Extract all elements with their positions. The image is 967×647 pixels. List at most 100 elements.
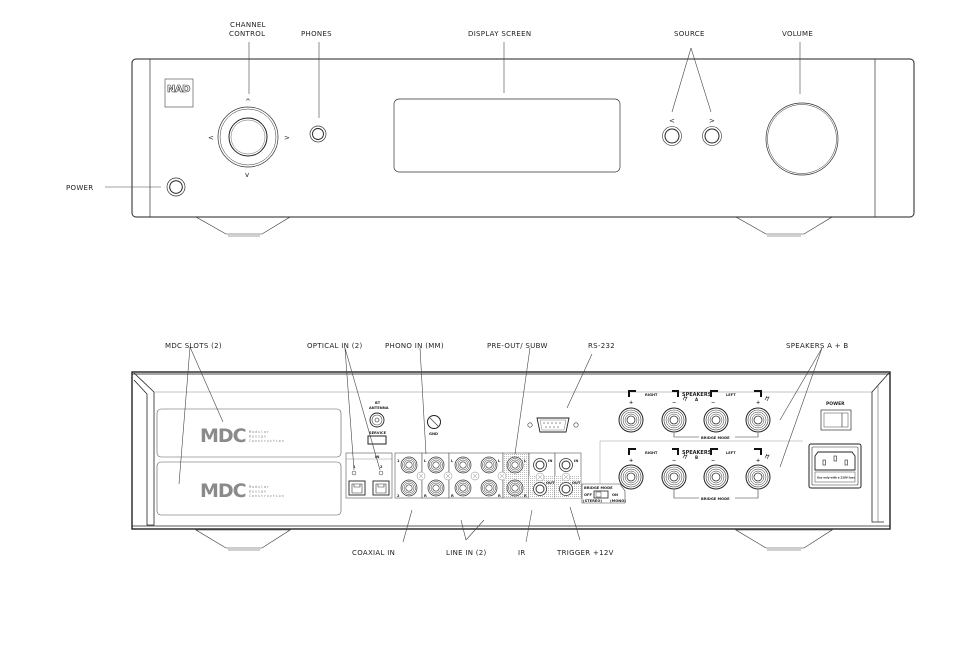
optical-in-label: IN	[375, 455, 379, 459]
trigger-in-jack[interactable]	[559, 458, 573, 472]
line-in-1-r[interactable]	[454, 479, 472, 497]
switch-stereo-label: (STEREO)	[583, 499, 602, 503]
speaker-b-left-plus[interactable]	[745, 464, 771, 490]
phono-in-r[interactable]	[427, 479, 445, 497]
preout-leader	[514, 347, 531, 455]
source-prev-glyph: <	[669, 117, 675, 125]
phones-jack[interactable]	[309, 125, 327, 143]
mdc-logo: MDC	[200, 480, 246, 502]
speaker-a-right-plus[interactable]	[618, 407, 644, 433]
trigger-leader	[569, 506, 581, 541]
bt-antenna-label-1: BT	[375, 401, 381, 405]
mdc-text-line1: Modular	[249, 430, 270, 434]
speakers-a-title: SPEAKERS	[682, 392, 712, 398]
front-panel: NAD ^ v < >	[66, 21, 915, 237]
mdc-slot-1[interactable]: MDC Modular Design Construction	[156, 408, 342, 458]
line-in-2-l[interactable]	[480, 456, 498, 474]
optical-1-label: 1	[353, 465, 356, 469]
rear-foot-right	[734, 529, 834, 551]
label-line-in: LINE IN (2)	[446, 549, 487, 557]
front-foot-right	[734, 216, 834, 237]
minus-sign: −	[711, 400, 715, 406]
speaker-b-right-plus[interactable]	[618, 464, 644, 490]
iec-power-inlet[interactable]: Use only with a 230V fuse	[808, 443, 862, 489]
service-usb-port[interactable]	[367, 435, 387, 445]
line-in-leader-1	[460, 519, 467, 541]
speakers-a-right-label: RIGHT	[645, 393, 658, 397]
bridge-mode-switch-panel: BRIDGE MODE OFF ON (STEREO) (MONO)	[581, 483, 626, 504]
channel-control[interactable]	[217, 106, 279, 168]
source-prev-button[interactable]	[662, 126, 682, 146]
screw-icon	[535, 472, 545, 482]
lightning-icon	[682, 453, 688, 460]
ir-in-jack[interactable]	[533, 458, 547, 472]
ir-out-jack[interactable]	[533, 482, 547, 496]
mains-fuse-note: Use only with a 230V fuse	[817, 476, 855, 480]
ir-out-label: OUT	[546, 481, 555, 485]
pre-out-l[interactable]	[506, 456, 524, 474]
pre-out-r[interactable]	[506, 479, 524, 497]
label-ir: IR	[518, 549, 526, 557]
preout-l-label: L	[524, 459, 527, 463]
optical-in-1-port[interactable]	[348, 480, 366, 496]
speakers-a: RIGHT LEFT SPEAKERS A + − − + BRIDGE MOD…	[618, 390, 771, 440]
phono-r-label: R	[424, 494, 427, 498]
label-volume: VOLUME	[782, 30, 813, 38]
phono-leader	[419, 347, 427, 455]
label-channel-line2: CONTROL	[229, 30, 265, 38]
mdc-logo: MDC	[200, 425, 246, 447]
coaxial-in-2[interactable]	[400, 479, 418, 497]
optical-2-label: 2	[380, 465, 383, 469]
speaker-a-left-minus[interactable]	[703, 407, 729, 433]
switch-on-label: ON	[612, 493, 618, 497]
mdc-text-line3: Construction	[249, 494, 285, 498]
speakers-a-letter: A	[695, 397, 699, 402]
phono-in-l[interactable]	[427, 456, 445, 474]
optical-block: IN 1 2	[345, 452, 393, 499]
plus-sign: +	[629, 400, 633, 406]
optical-in-2-port[interactable]	[372, 480, 390, 496]
label-channel-line1: CHANNEL	[230, 21, 266, 29]
line1-l-label: L	[451, 459, 454, 463]
display-screen	[393, 98, 621, 173]
gnd-label: GND	[429, 432, 438, 436]
label-rs232: RS-232	[588, 342, 615, 350]
bridge-mode-switch[interactable]	[593, 490, 609, 499]
source-leader-left	[671, 47, 692, 113]
front-power-button[interactable]	[166, 177, 186, 197]
plus-sign: +	[629, 458, 633, 464]
mdc-text-line1: Modular	[249, 485, 270, 489]
mdc-slot-2[interactable]: MDC Modular Design Construction	[156, 461, 342, 516]
screw-icon	[497, 471, 507, 481]
screw-icon	[443, 471, 453, 481]
nad-logo: NAD	[164, 78, 194, 108]
coaxial-in-1[interactable]	[400, 456, 418, 474]
volume-knob[interactable]	[765, 102, 839, 176]
speaker-b-left-minus[interactable]	[703, 464, 729, 490]
line1-r-label: R	[451, 494, 454, 498]
optical-leader-1	[344, 347, 355, 471]
gnd-terminal[interactable]	[427, 415, 441, 429]
trigger-out-jack[interactable]	[559, 482, 573, 496]
source-leader-right	[690, 47, 712, 113]
bt-antenna-connector[interactable]	[369, 412, 385, 428]
minus-sign: −	[672, 458, 676, 464]
speakers-a-left-label: LEFT	[726, 393, 736, 397]
speaker-a-left-plus[interactable]	[745, 407, 771, 433]
speaker-b-right-minus[interactable]	[661, 464, 687, 490]
channel-left-glyph: <	[208, 134, 214, 142]
rs232-port[interactable]	[527, 417, 579, 433]
ir-leader	[525, 509, 533, 543]
preout-r-label: R	[524, 494, 527, 498]
line-in-2-r[interactable]	[480, 479, 498, 497]
nad-logo-text: NAD	[167, 84, 190, 95]
screw-icon	[416, 471, 426, 481]
rear-power-switch[interactable]	[820, 409, 852, 431]
speaker-a-right-minus[interactable]	[661, 407, 687, 433]
speakers-b-title: SPEAKERS	[682, 450, 712, 456]
mdc-leader-2	[178, 346, 191, 485]
label-mdc-slots: MDC SLOTS (2)	[165, 342, 222, 350]
source-next-button[interactable]	[702, 126, 722, 146]
line-in-1-l[interactable]	[454, 456, 472, 474]
bt-antenna-label-2: ANTENNA	[369, 406, 389, 410]
